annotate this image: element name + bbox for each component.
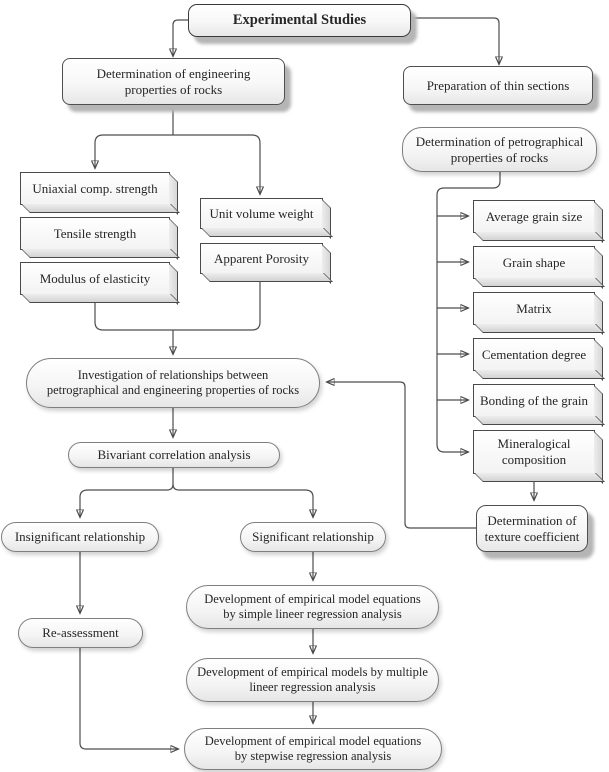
node-stepwise-regression: Development of empirical model equations…	[184, 728, 442, 770]
node-grain-shape: Grain shape	[473, 246, 595, 279]
node-experimental-studies: Experimental Studies	[188, 4, 411, 37]
edge-petrographical-column	[436, 172, 501, 444]
node-bivariant-analysis: Bivariant correlation analysis	[68, 442, 280, 468]
node-investigation-relationships: Investigation of relationships between p…	[26, 358, 320, 408]
node-modulus-elasticity: Modulus of elasticity	[20, 262, 170, 295]
edge-engineering-to-uniaxial	[95, 134, 173, 168]
node-determination-engineering: Determination of engineering properties …	[62, 58, 285, 105]
edge-column-to-mineralogical	[436, 443, 468, 452]
node-unit-volume-weight: Unit volume weight	[200, 198, 323, 229]
node-tensile-strength: Tensile strength	[20, 217, 170, 250]
node-determination-petrographical: Determination of petrographical properti…	[402, 127, 597, 172]
edge-properties-join	[94, 282, 261, 331]
node-mineralogical-composition: Mineralogical composition	[473, 430, 595, 474]
node-texture-coefficient: Determination of texture coefficient	[476, 505, 588, 552]
edge-studies-to-preparation	[410, 17, 499, 64]
node-average-grain-size: Average grain size	[473, 200, 595, 233]
node-multiple-regression: Development of empirical models by multi…	[186, 658, 439, 702]
node-significant-relationship: Significant relationship	[240, 522, 386, 552]
node-insignificant-relationship: Insignificant relationship	[1, 522, 159, 552]
node-uniaxial-strength: Uniaxial comp. strength	[20, 172, 170, 205]
node-simple-regression: Development of empirical model equations…	[186, 585, 439, 629]
node-matrix: Matrix	[473, 292, 595, 325]
node-preparation-thin-sections: Preparation of thin sections	[403, 66, 593, 105]
edge-reassessment-to-stepwise	[79, 648, 178, 749]
edge-studies-to-engineering	[173, 19, 188, 56]
edge-texture-to-investigation	[327, 382, 476, 529]
edge-bivariant-to-insignificant	[80, 483, 174, 517]
node-bonding-of-grain: Bonding of the grain	[473, 384, 595, 417]
node-cementation-degree: Cementation degree	[473, 338, 595, 371]
node-apparent-porosity: Apparent Porosity	[200, 243, 323, 274]
edge-bivariant-to-significant	[172, 483, 313, 517]
edge-engineering-to-unitvolume	[173, 134, 260, 194]
node-reassessment: Re-assessment	[18, 618, 143, 648]
